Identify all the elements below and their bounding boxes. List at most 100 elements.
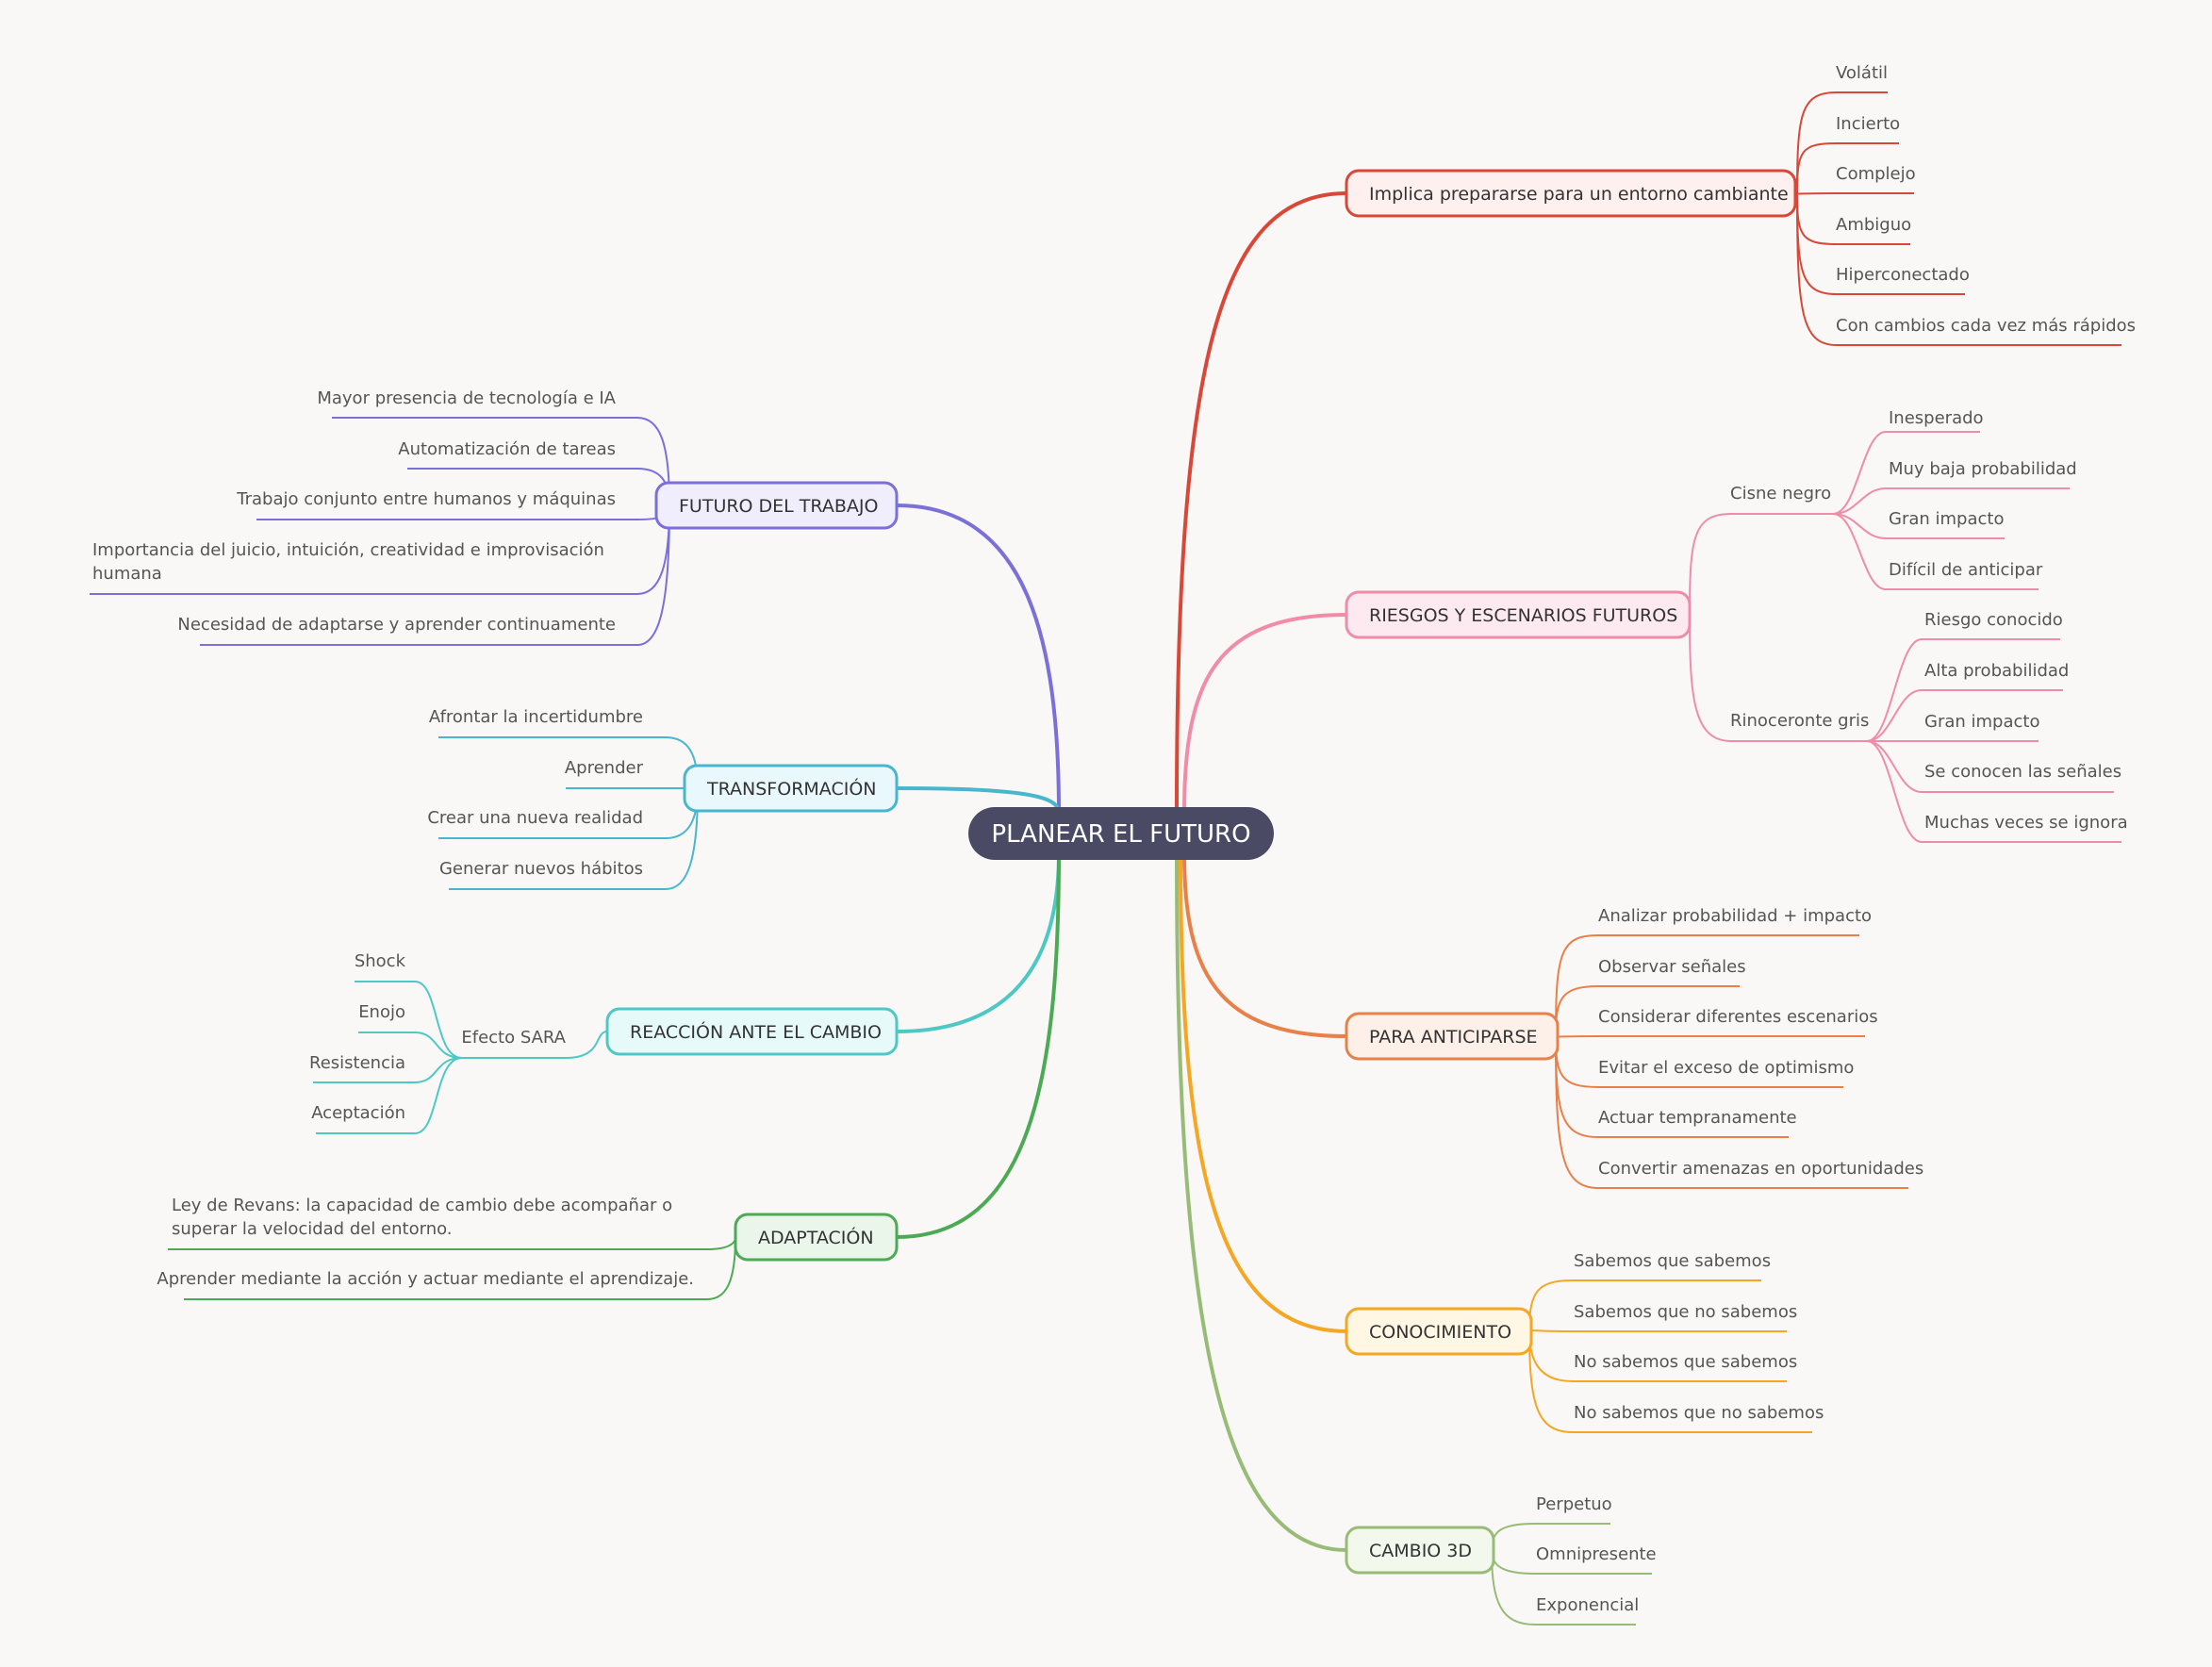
- leaf-generar-habitos: Generar nuevos hábitos: [439, 859, 643, 879]
- branch-adaptacion-node[interactable]: ADAPTACIÓN: [734, 1213, 899, 1262]
- link-con-cambios: [1796, 192, 2121, 346]
- leaf-perpetuo: Perpetuo: [1536, 1494, 1612, 1514]
- connector-reaccion: [896, 852, 1061, 1033]
- leaf-con-cambios: Con cambios cada vez más rápidos: [1836, 316, 2136, 336]
- link-muchas-veces: [1866, 740, 2121, 843]
- leaf-importancia-line2: humana: [92, 564, 162, 584]
- link-riesgo-conocido: [1866, 638, 2060, 742]
- node-riesgos-box[interactable]: [1345, 590, 1692, 639]
- leaf-sabemos-que-no-sabemos: Sabemos que no sabemos: [1574, 1302, 1797, 1322]
- subtopic-efecto-sara: Efecto SARA: [461, 1028, 566, 1048]
- leaf-gran-impacto-cisne: Gran impacto: [1889, 509, 2004, 529]
- leaf-actuar-tempranamente: Actuar tempranamente: [1598, 1108, 1797, 1128]
- link-inesperado: [1832, 431, 1980, 515]
- node-reaccion-box[interactable]: [605, 1007, 899, 1056]
- leaf-complejo: Complejo: [1836, 164, 1916, 184]
- link-shock: [355, 981, 463, 1059]
- node-implica-box[interactable]: [1345, 169, 1797, 218]
- leaf-necesidad-adaptarse: Necesidad de adaptarse y aprender contin…: [177, 615, 616, 635]
- leaf-enojo: Enojo: [358, 1002, 405, 1022]
- leaf-riesgo-conocido: Riesgo conocido: [1924, 610, 2063, 630]
- leaf-gran-impacto-rinoceronte: Gran impacto: [1924, 712, 2039, 732]
- central-topic-label: PLANEAR EL FUTURO: [991, 820, 1250, 849]
- branch-futuro-trabajo-node[interactable]: FUTURO DEL TRABAJO: [654, 481, 899, 530]
- link-resistencia: [313, 1057, 463, 1083]
- leaf-crear-nueva-realidad: Crear una nueva realidad: [427, 808, 643, 828]
- link-generar: [449, 787, 699, 890]
- leaf-alta-probabilidad: Alta probabilidad: [1924, 661, 2069, 681]
- node-adaptacion-box[interactable]: [734, 1213, 899, 1262]
- branch-conocimiento-node[interactable]: CONOCIMIENTO: [1345, 1307, 1533, 1356]
- link-aprender-accion: [184, 1236, 736, 1300]
- link-rinoceronte-gris: [1689, 614, 1872, 742]
- link-dificil: [1832, 513, 2039, 590]
- link-no-sabemos-que-no: [1528, 1330, 1812, 1433]
- leaf-incierto: Incierto: [1836, 114, 1900, 134]
- leaf-no-sabemos-que-sabemos: No sabemos que sabemos: [1574, 1352, 1797, 1372]
- leaf-observar-senales: Observar señales: [1598, 957, 1746, 977]
- central-topic[interactable]: PLANEAR EL FUTURO: [968, 807, 1274, 860]
- link-sabemos-que-no: [1528, 1329, 1787, 1332]
- node-anticiparse-label: PARA ANTICIPARSE: [1369, 1027, 1538, 1048]
- branch-implica-node[interactable]: Implica prepararse para un entorno cambi…: [1345, 169, 1797, 218]
- connector-futuro-trabajo: [896, 503, 1061, 814]
- leaf-afrontar-incertidumbre: Afrontar la incertidumbre: [429, 707, 643, 727]
- leaf-automatizacion: Automatización de tareas: [398, 439, 616, 459]
- node-riesgos-label: RIESGOS Y ESCENARIOS FUTUROS: [1369, 605, 1677, 626]
- link-gran-impacto-1: [1832, 513, 2005, 539]
- link-enojo: [358, 1032, 463, 1059]
- leaf-sabemos-que-sabemos: Sabemos que sabemos: [1574, 1251, 1771, 1271]
- subtopic-cisne-negro: Cisne negro: [1730, 484, 1831, 503]
- leaf-evitar-optimismo: Evitar el exceso de optimismo: [1598, 1058, 1854, 1078]
- leaf-muchas-veces-se-ignora: Muchas veces se ignora: [1924, 813, 2128, 833]
- leaf-considerar-escenarios: Considerar diferentes escenarios: [1598, 1007, 1878, 1027]
- leaf-trabajo-conjunto: Trabajo conjunto entre humanos y máquina…: [236, 489, 616, 509]
- leaf-omnipresente: Omnipresente: [1536, 1544, 1657, 1564]
- main-connectors: [896, 191, 1347, 1552]
- leaf-aceptacion: Aceptación: [311, 1103, 405, 1123]
- node-conocimiento-box[interactable]: [1345, 1307, 1533, 1356]
- leaf-ley-revans-line1: Ley de Revans: la capacidad de cambio de…: [172, 1196, 672, 1215]
- leaf-resistencia: Resistencia: [309, 1053, 405, 1073]
- leaf-inesperado: Inesperado: [1889, 408, 1984, 428]
- branch-anticiparse-node[interactable]: PARA ANTICIPARSE: [1345, 1012, 1560, 1061]
- branch-reaccion: [313, 981, 608, 1134]
- leaf-shock: Shock: [355, 951, 406, 971]
- link-necesidad: [200, 504, 670, 646]
- branch-implica: [1796, 91, 2121, 346]
- branch-adaptacion: [168, 1236, 736, 1300]
- node-cambio3d-label: CAMBIO 3D: [1369, 1541, 1472, 1561]
- link-analizar: [1555, 934, 1859, 1037]
- leaf-dificil-de-anticipar: Difícil de anticipar: [1889, 560, 2043, 580]
- link-convertir: [1555, 1035, 1908, 1189]
- branch-riesgos-node[interactable]: RIESGOS Y ESCENARIOS FUTUROS: [1345, 590, 1692, 639]
- leaf-hiperconectado: Hiperconectado: [1836, 265, 1970, 285]
- node-transformacion-box[interactable]: [683, 764, 899, 813]
- leaf-convertir-amenazas: Convertir amenazas en oportunidades: [1598, 1159, 1923, 1179]
- link-incierto: [1796, 142, 1899, 194]
- central-topic-box[interactable]: [968, 807, 1274, 860]
- leaf-ley-revans-line2: superar la velocidad del entorno.: [172, 1219, 453, 1239]
- link-se-conocen: [1866, 740, 2114, 793]
- connector-riesgos: [1182, 613, 1347, 814]
- leaf-muy-baja-probabilidad: Muy baja probabilidad: [1889, 459, 2077, 479]
- node-cambio3d-box[interactable]: [1345, 1526, 1495, 1575]
- branch-transformacion-node[interactable]: TRANSFORMACIÓN: [683, 764, 899, 813]
- branch-riesgos: [1689, 431, 2121, 843]
- node-anticiparse-box[interactable]: [1345, 1012, 1560, 1061]
- link-muy-baja: [1832, 487, 2070, 515]
- node-futuro-trabajo-box[interactable]: [654, 481, 899, 530]
- node-reaccion-label: REACCIÓN ANTE EL CAMBIO: [630, 1020, 882, 1043]
- connector-adaptacion: [896, 852, 1061, 1239]
- connector-cambio3d: [1175, 852, 1347, 1552]
- leaf-importancia-line1: Importancia del juicio, intuición, creat…: [92, 540, 604, 560]
- link-alta-prob: [1866, 689, 2063, 742]
- node-implica-label: Implica prepararse para un entorno cambi…: [1369, 184, 1789, 205]
- leaf-no-sabemos-que-no-sabemos: No sabemos que no sabemos: [1574, 1403, 1824, 1423]
- branch-reaccion-node[interactable]: REACCIÓN ANTE EL CAMBIO: [605, 1007, 899, 1056]
- leaf-volatil: Volátil: [1836, 63, 1888, 83]
- branch-cambio3d-node[interactable]: CAMBIO 3D: [1345, 1526, 1495, 1575]
- node-futuro-trabajo-label: FUTURO DEL TRABAJO: [679, 496, 878, 517]
- node-conocimiento-label: CONOCIMIENTO: [1369, 1322, 1511, 1343]
- connector-anticiparse: [1182, 852, 1347, 1038]
